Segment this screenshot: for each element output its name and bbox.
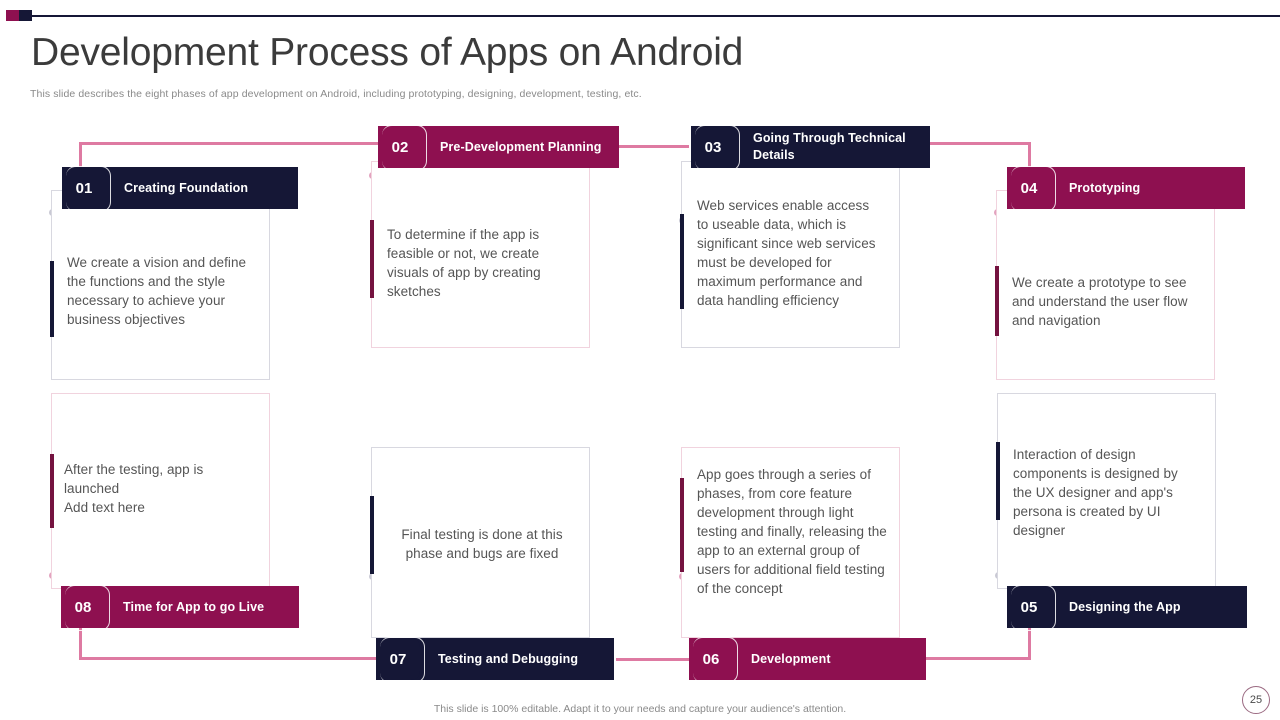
step-accent-04 [995, 266, 999, 336]
connector-05-to-06 [925, 657, 1031, 660]
step-number-07: 07 [376, 637, 425, 683]
top-divider-rule [32, 15, 1280, 17]
step-text-02: To determine if the app is feasible or n… [387, 227, 541, 299]
step-number-05: 05 [1007, 585, 1056, 631]
step-title-01: Creating Foundation [124, 180, 249, 195]
step-text-04: We create a prototype to see and underst… [1012, 275, 1188, 328]
step-title-03: Going Through Technical Details [753, 131, 906, 162]
step-accent-03 [680, 214, 684, 309]
step-body-03: Web services enable access to useable da… [680, 161, 900, 348]
step-body-05: Interaction of design components is desi… [996, 393, 1216, 589]
page-number: 25 [1242, 686, 1270, 714]
step-header-03[interactable]: 03 Going Through Technical Details [691, 125, 930, 171]
step-body-06: App goes through a series of phases, fro… [680, 447, 900, 638]
step-header-04[interactable]: 04 Prototyping [1007, 166, 1245, 212]
page-subtitle: This slide describes the eight phases of… [30, 88, 642, 100]
connector-08-vertical [79, 627, 82, 659]
step-title-07: Testing and Debugging [438, 651, 579, 666]
marker-square-dark [19, 10, 32, 21]
step-text-08: After the testing, app is launched Add t… [64, 462, 204, 515]
connector-02-to-03 [619, 145, 689, 148]
step-title-08: Time for App to go Live [123, 599, 265, 614]
connector-06-to-07 [616, 658, 689, 661]
connector-03-to-04 [930, 142, 1031, 145]
connector-01-to-02 [79, 142, 379, 145]
step-body-01: We create a vision and define the functi… [50, 190, 270, 380]
step-body-08: After the testing, app is launched Add t… [50, 393, 270, 589]
step-body-02: To determine if the app is feasible or n… [370, 161, 590, 348]
step-number-02: 02 [378, 125, 427, 171]
step-title-04: Prototyping [1069, 180, 1141, 195]
step-header-06[interactable]: 06 Development [689, 637, 926, 683]
connector-04-vertical [1028, 142, 1031, 172]
step-text-05: Interaction of design components is desi… [1013, 447, 1178, 538]
step-title-02: Pre-Development Planning [440, 139, 602, 154]
step-number-06: 06 [689, 637, 738, 683]
step-text-07: Final testing is done at this phase and … [401, 527, 563, 561]
marker-square-magenta [6, 10, 19, 21]
connector-07-to-08 [79, 657, 376, 660]
step-text-03: Web services enable access to useable da… [697, 198, 876, 308]
footer-note: This slide is 100% editable. Adapt it to… [433, 703, 847, 715]
step-number-08: 08 [61, 585, 110, 631]
connector-05-vertical [1028, 627, 1031, 659]
page-title: Development Process of Apps on Android [31, 31, 744, 74]
step-number-04: 04 [1007, 166, 1056, 212]
step-accent-08 [50, 454, 54, 528]
step-accent-02 [370, 220, 374, 298]
top-decorative-marker [6, 10, 32, 21]
step-accent-06 [680, 478, 684, 572]
step-accent-07 [370, 496, 374, 574]
step-header-01[interactable]: 01 Creating Foundation [62, 166, 298, 212]
step-number-03: 03 [691, 125, 740, 171]
step-number-01: 01 [62, 166, 111, 212]
step-header-08[interactable]: 08 Time for App to go Live [61, 585, 299, 631]
step-text-06: App goes through a series of phases, fro… [697, 467, 887, 596]
step-title-06: Development [751, 651, 831, 666]
step-header-05[interactable]: 05 Designing the App [1007, 585, 1247, 631]
step-body-07: Final testing is done at this phase and … [370, 447, 590, 638]
step-header-02[interactable]: 02 Pre-Development Planning [378, 125, 619, 171]
step-header-07[interactable]: 07 Testing and Debugging [376, 637, 614, 683]
step-accent-05 [996, 442, 1000, 520]
step-accent-01 [50, 261, 54, 337]
step-body-04: We create a prototype to see and underst… [995, 190, 1215, 380]
step-text-01: We create a vision and define the functi… [67, 255, 247, 327]
step-title-05: Designing the App [1069, 599, 1181, 614]
connector-01-vertical [79, 142, 82, 172]
